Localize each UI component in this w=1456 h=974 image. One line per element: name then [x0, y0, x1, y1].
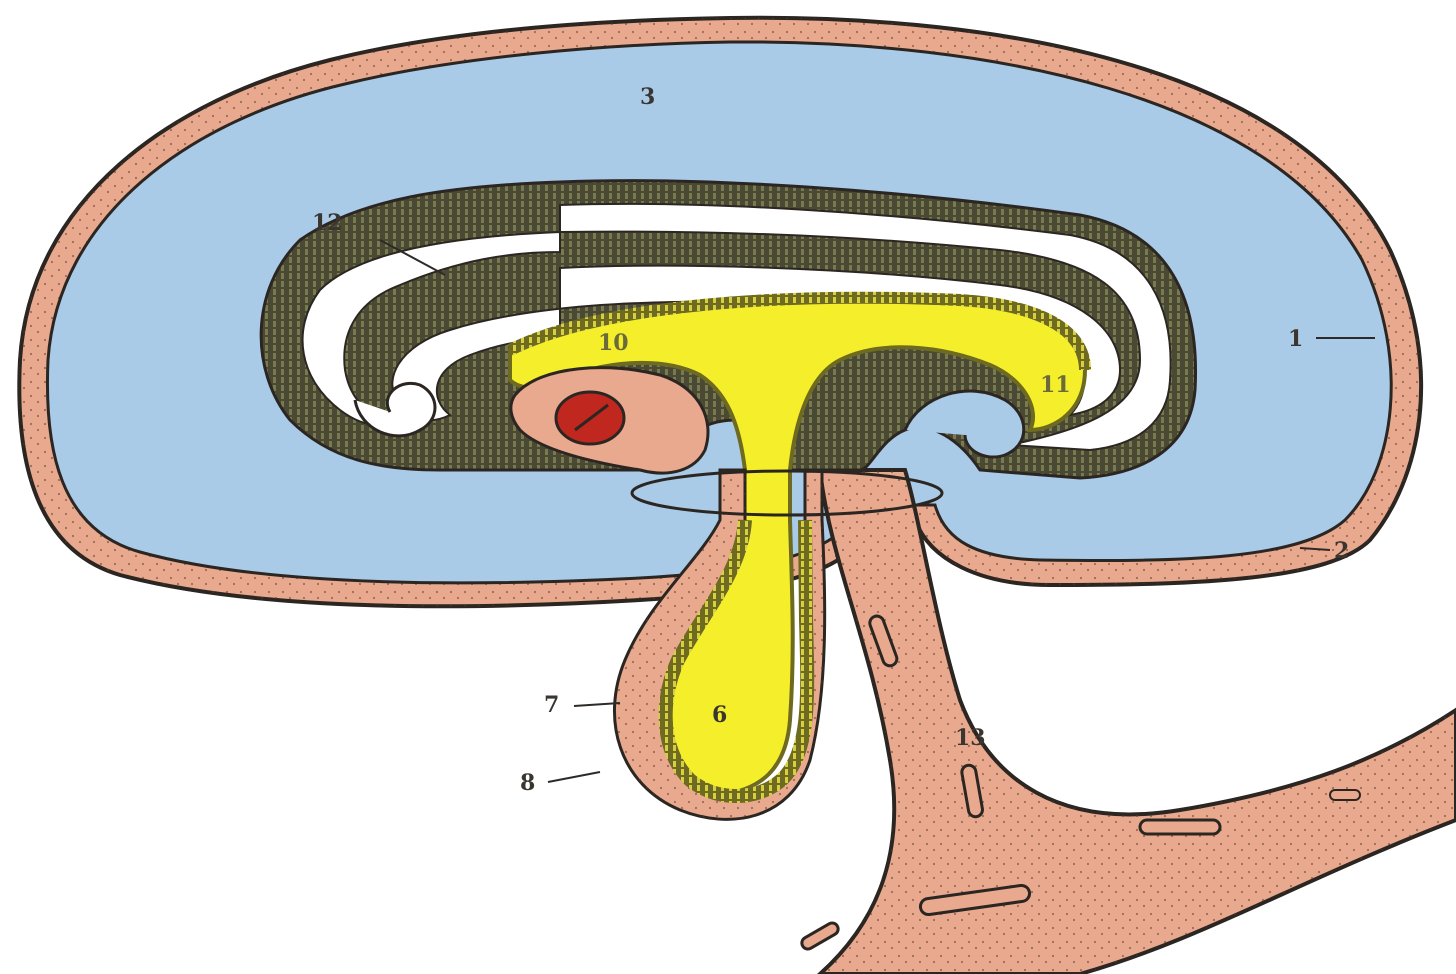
stalk-vessel [1140, 820, 1220, 834]
stalk-vessel [1330, 790, 1360, 800]
label-2: 2 [1334, 538, 1349, 564]
stalk-vessel [800, 921, 841, 951]
label-7: 7 [544, 692, 559, 718]
leader-8 [548, 772, 600, 782]
label-12: 12 [312, 210, 343, 236]
label-6: 6 [712, 702, 727, 728]
label-3: 3 [640, 84, 655, 110]
label-1: 1 [1288, 326, 1303, 352]
label-11: 11 [1040, 372, 1071, 398]
label-13: 13 [955, 725, 986, 751]
label-8: 8 [520, 770, 535, 796]
label-10: 10 [598, 330, 629, 356]
